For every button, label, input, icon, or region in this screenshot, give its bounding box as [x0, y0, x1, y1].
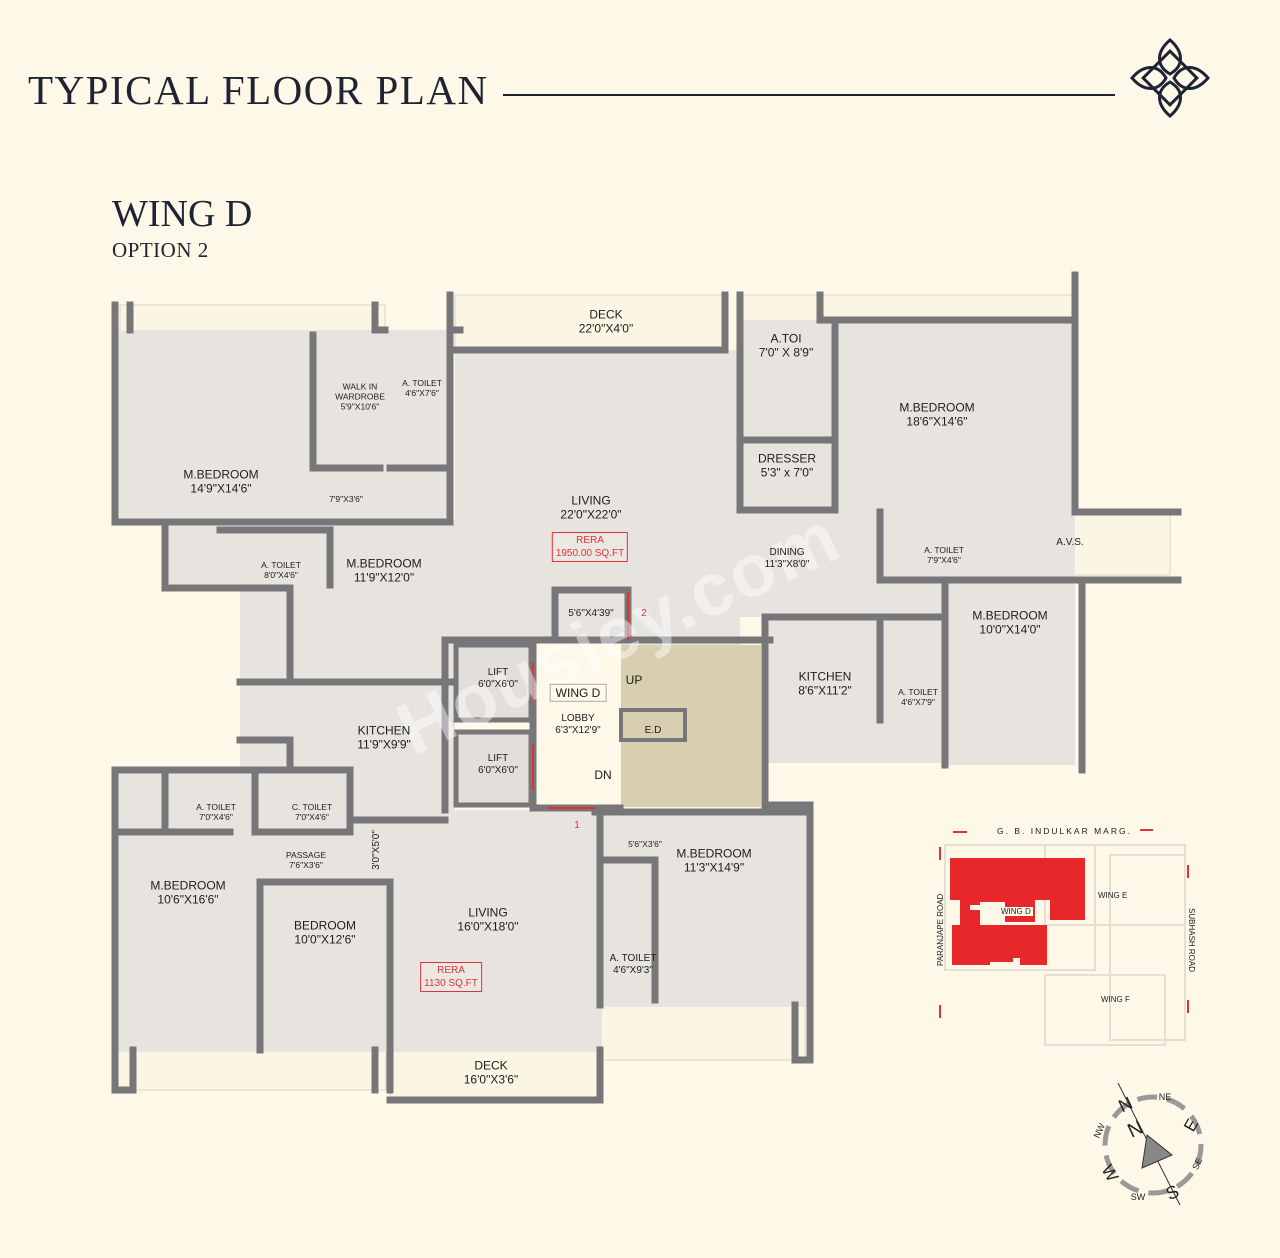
svg-text:NE: NE [1159, 1092, 1172, 1102]
stairs-down-label: DN [594, 767, 612, 782]
wing-title: WING D [112, 193, 253, 235]
flat-number-1: 1 [574, 820, 580, 831]
key-plan-road-right: SUBHASH ROAD [1187, 908, 1196, 973]
option-subtitle: OPTION 2 [112, 238, 209, 262]
lobby-wing-label: WING D [549, 683, 607, 702]
key-plan-road-left: PARANJAPE ROAD [936, 893, 945, 966]
title-divider [503, 94, 1115, 96]
room-label-avs: A.V.S. [1056, 537, 1084, 548]
room-label-foyer-bottom: 5'6"X3'6" [628, 838, 662, 849]
room-label-passage-top: 7'9"X3'6" [329, 493, 363, 504]
page-title: TYPICAL FLOOR PLAN [28, 67, 489, 113]
electrical-duct-label: E.D [644, 725, 662, 736]
quatrefoil-logo-icon [1130, 38, 1210, 118]
svg-text:SW: SW [1131, 1192, 1146, 1202]
electrical-duct [619, 708, 687, 742]
walls [111, 271, 1182, 1104]
room-label-foyer: 5'6"X4'39" [568, 608, 614, 619]
key-plan-drawing [939, 829, 1189, 1046]
flat-number-2: 2 [641, 608, 647, 619]
svg-text:W: W [1098, 1162, 1122, 1185]
stairs-up-label: UP [625, 672, 643, 687]
compass-rose-icon: N N NE E SE S SW W NW [1092, 1082, 1204, 1206]
lift-shafts [453, 642, 534, 808]
dimension-label-vertical: 3'0"X5'0" [371, 830, 382, 870]
key-plan-wing-d: WING D [999, 907, 1033, 916]
door-openings [532, 592, 629, 809]
room-floors [118, 320, 1075, 1052]
svg-text:SE: SE [1190, 1156, 1204, 1171]
svg-text:N: N [1124, 1117, 1146, 1143]
key-plan-wing-e: WING E [1098, 891, 1128, 900]
key-plan-road-top: G. B. INDULKAR MARG. [997, 826, 1132, 836]
key-plan-wing-f: WING F [1101, 995, 1130, 1004]
lobby-floor [533, 640, 621, 808]
